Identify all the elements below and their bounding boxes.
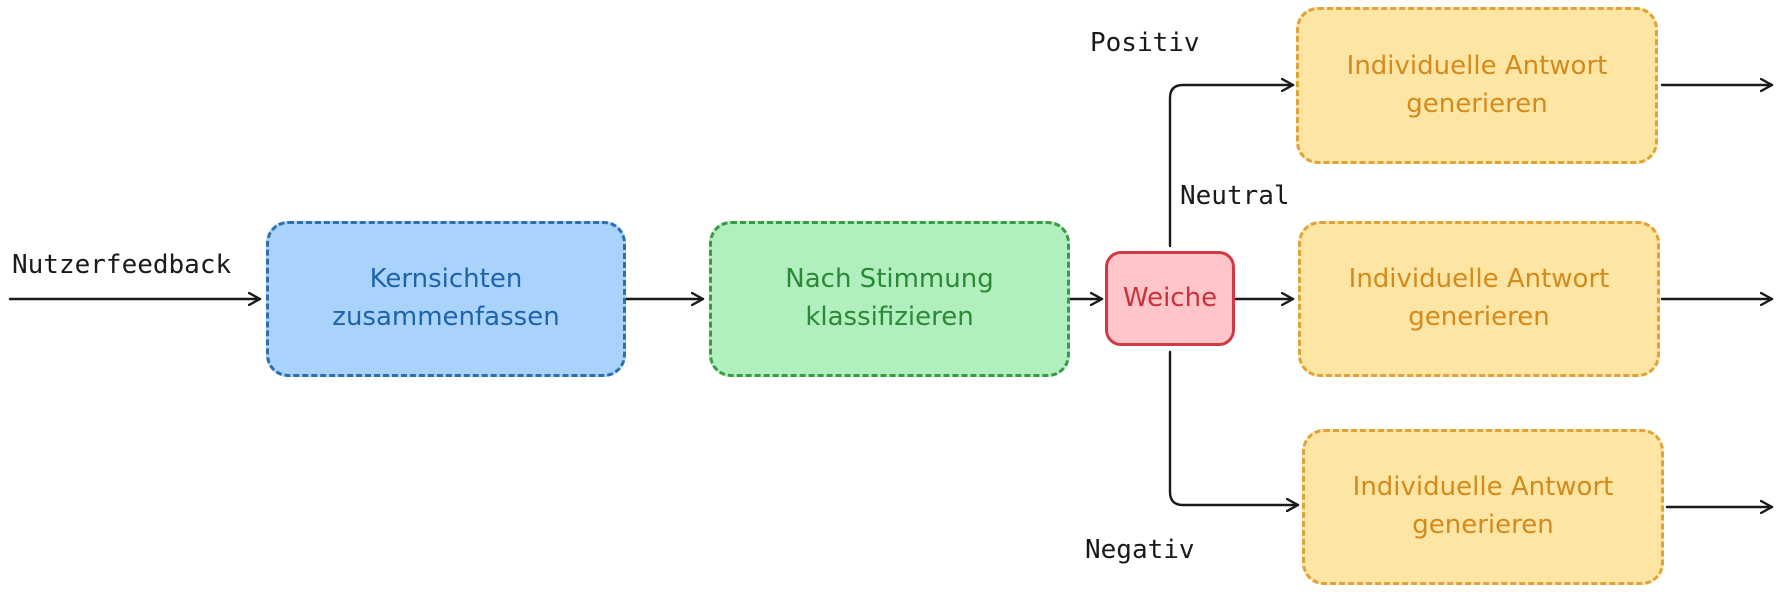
classify-node-line1: Nach Stimmung [785, 264, 994, 295]
switch-node-label: Weiche [1122, 282, 1218, 313]
classify-node[interactable]: Nach Stimmung klassifizieren [709, 221, 1070, 377]
response-node-negative[interactable]: Individuelle Antwort generieren [1302, 429, 1664, 585]
response-node-line2: generieren [1406, 88, 1548, 119]
input-label: Nutzerfeedback [12, 250, 232, 280]
summarize-node-line1: Kernsichten [369, 264, 523, 295]
branch-label-neutral: Neutral [1180, 181, 1290, 211]
classify-node-line2: klassifizieren [805, 302, 974, 332]
response-node-line2: generieren [1412, 510, 1554, 540]
summarize-node[interactable]: Kernsichten zusammenfassen [266, 221, 626, 377]
response-node-neutral[interactable]: Individuelle Antwort generieren [1298, 221, 1660, 377]
arrow-switch-to-positive [1168, 85, 1295, 248]
switch-node[interactable]: Weiche [1105, 251, 1235, 346]
response-node-line1: Individuelle Antwort [1352, 472, 1614, 503]
arrow-switch-to-negative [1168, 350, 1300, 505]
response-node-positive[interactable]: Individuelle Antwort generieren [1296, 7, 1658, 164]
branch-label-positive: Positiv [1090, 28, 1200, 58]
response-node-line1: Individuelle Antwort [1348, 264, 1610, 295]
branch-label-negative: Negativ [1085, 535, 1195, 565]
response-node-line2: generieren [1408, 302, 1550, 332]
summarize-node-line2: zusammenfassen [332, 302, 560, 332]
response-node-line1: Individuelle Antwort [1346, 50, 1608, 81]
